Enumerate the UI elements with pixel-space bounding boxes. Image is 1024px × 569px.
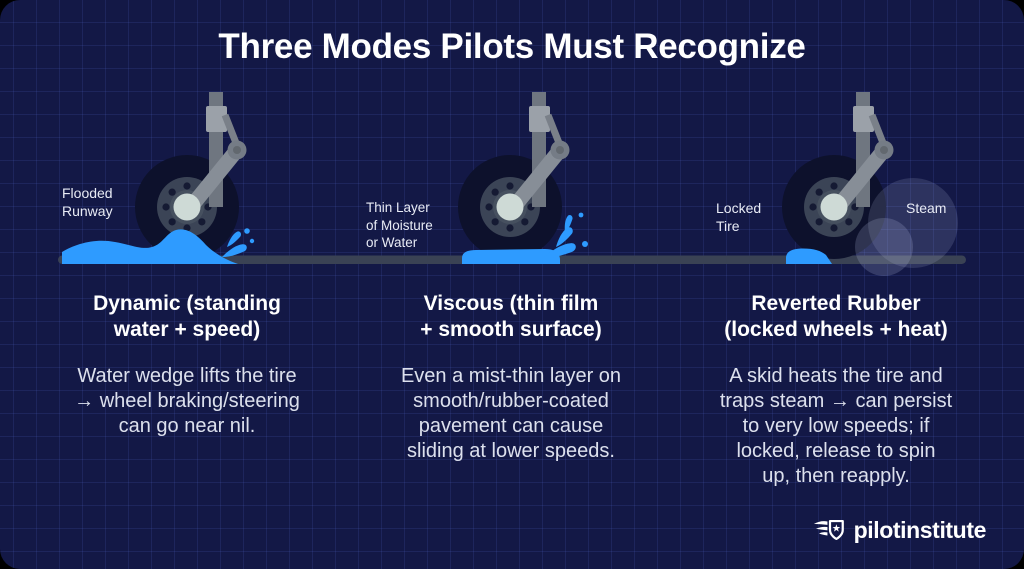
thin-water-layer-shape bbox=[462, 249, 560, 264]
steam-cloud-icon bbox=[855, 178, 958, 276]
column-body: Even a mist-thin layer on smooth/rubber-… bbox=[400, 365, 622, 462]
column-dynamic: Dynamic (standing water + speed) Water w… bbox=[27, 291, 347, 439]
page-title: Three Modes Pilots Must Recognize bbox=[218, 27, 806, 66]
column-heading: Dynamic (standing water + speed) bbox=[93, 292, 281, 341]
column-body: Water wedge lifts the tire → wheel braki… bbox=[74, 365, 300, 437]
water-splash-icon bbox=[220, 228, 255, 259]
column-viscous: Viscous (thin film + smooth surface) Eve… bbox=[351, 291, 671, 464]
column-heading: Viscous (thin film + smooth surface) bbox=[420, 292, 602, 341]
locked-tire-label: Locked Tire bbox=[716, 200, 762, 234]
pilot-institute-winged-badge-icon bbox=[813, 519, 844, 541]
steam-label: Steam bbox=[906, 200, 947, 216]
water-wedge-shape bbox=[62, 229, 238, 264]
landing-gear-wheel-icon bbox=[458, 92, 570, 259]
water-splash-icon bbox=[541, 212, 588, 260]
column-body: A skid heats the tire and traps steam → … bbox=[719, 365, 953, 487]
thin-layer-label: Thin Layer of Moisture or Water bbox=[366, 200, 433, 250]
small-puddle-shape bbox=[786, 248, 832, 264]
column-reverted-rubber: Reverted Rubber (locked wheels + heat) A… bbox=[676, 291, 996, 489]
column-heading: Reverted Rubber (locked wheels + heat) bbox=[724, 292, 948, 341]
flooded-runway-label: Flooded Runway bbox=[62, 185, 113, 219]
logo-text: pilotinstitute bbox=[853, 516, 987, 543]
pilot-institute-logo: pilotinstitute bbox=[813, 515, 986, 545]
